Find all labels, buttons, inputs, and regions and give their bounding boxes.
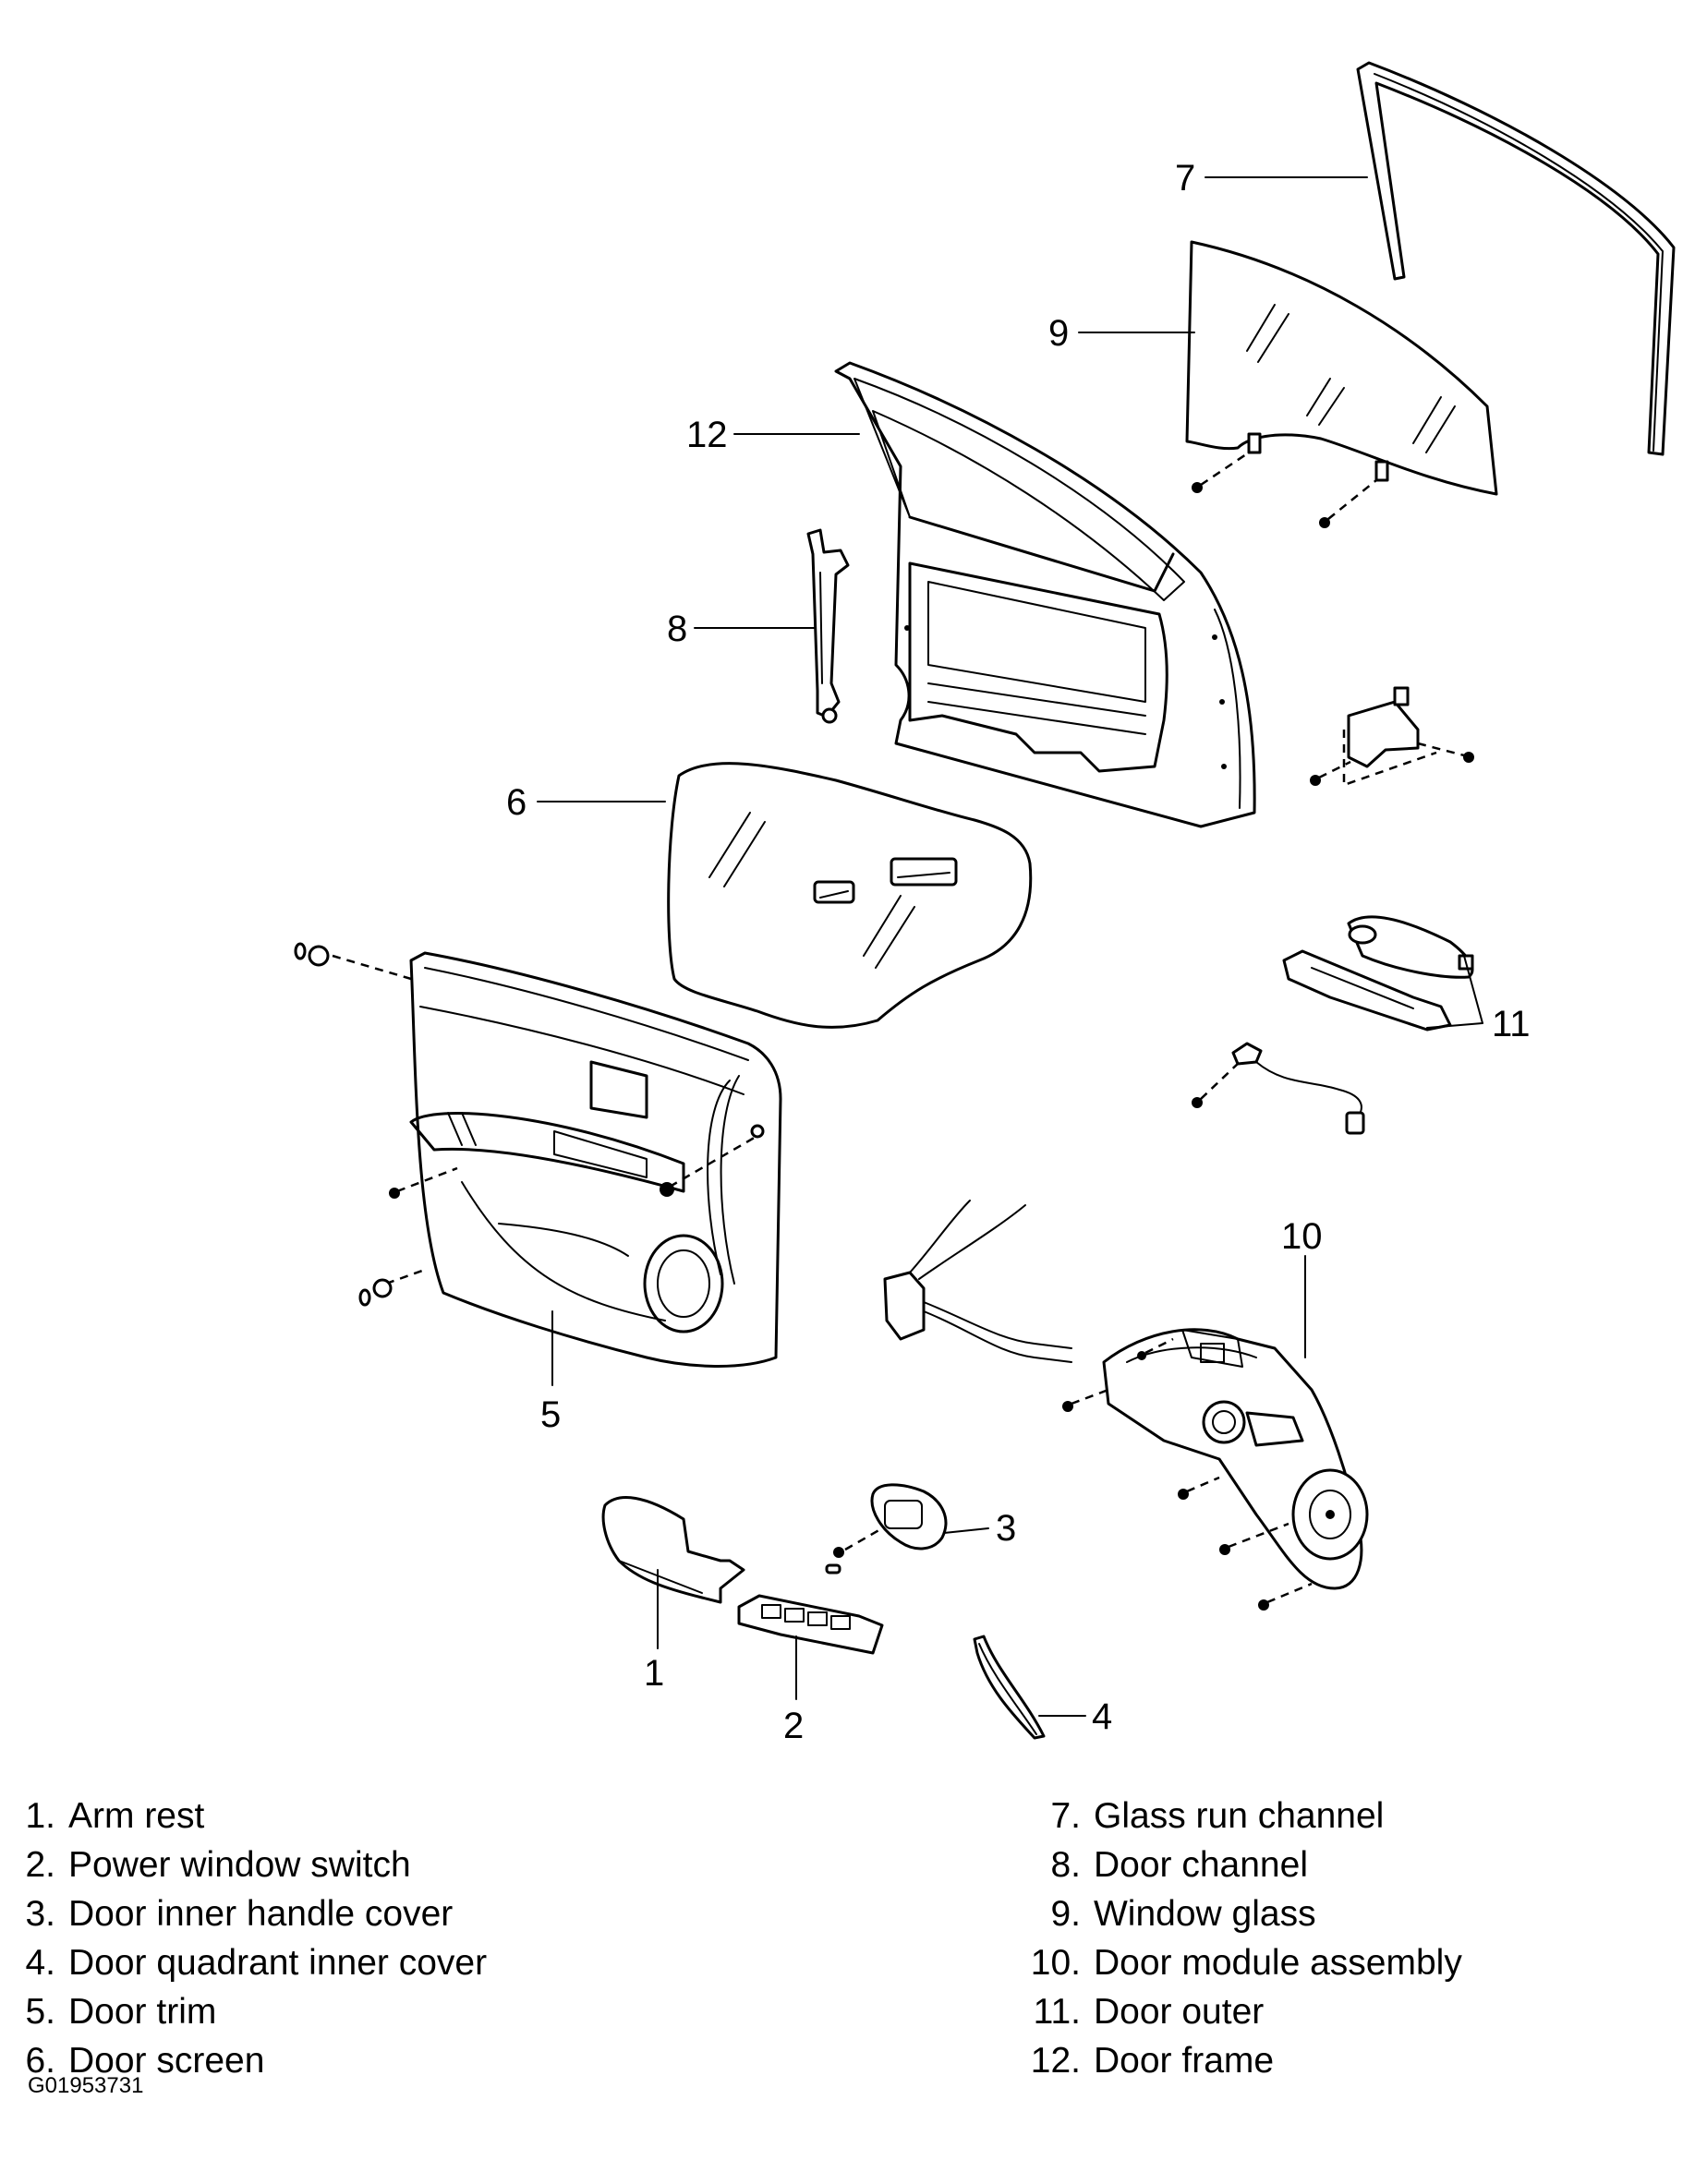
callout-10: 10 [1281,1216,1323,1257]
legend-label: Arm rest [68,1795,205,1836]
legend-item: 1. Arm rest [0,1792,487,1840]
legend-right: 7. Glass run channel 8. Door channel 9. Win… [1025,1792,1462,2085]
legend-label: Door outer [1094,1991,1265,2032]
legend-item: 6. Door screen [0,2036,487,2085]
callout-12: 12 [686,415,728,455]
legend-label: Door module assembly [1094,1942,1462,1983]
wiring-harness [883,1200,1072,1363]
legend-number: 1. [25,1795,55,1836]
legend-number: 11. [1033,1991,1081,2032]
legend-number: 6. [25,2040,55,2081]
window-glass [1185,240,1498,528]
legend-label: Door screen [68,2040,265,2081]
legend-item: 11. Door outer [1025,1987,1462,2036]
door-trim [294,942,782,1368]
callout-3: 3 [996,1508,1016,1549]
callout-7: 7 [1175,158,1195,199]
callout-labels: 1 2 3 4 5 6 7 8 9 10 11 12 [506,158,1531,1746]
legend-item: 4. Door quadrant inner cover [0,1938,487,1987]
callout-9: 9 [1048,313,1069,354]
callout-1: 1 [644,1653,664,1694]
legend-item: 5. Door trim [0,1987,487,2036]
legend-label: Door inner handle cover [68,1893,454,1934]
legend-left: 1. Arm rest 2. Power window switch 3. Door … [0,1792,487,2085]
leader-lines [537,176,1483,1717]
legend-number: 9. [1050,1893,1081,1934]
door-module-assembly [1062,1328,1369,1611]
legend-number: 4. [25,1942,55,1983]
legend-label: Door frame [1094,2040,1275,2081]
door-channel [806,528,850,724]
power-window-switch [737,1594,884,1655]
door-outer-handle [1192,915,1474,1135]
arm-rest [601,1496,745,1604]
legend-item: 2. Power window switch [0,1840,487,1889]
legend-item: 3. Door inner handle cover [0,1889,487,1938]
legend-label: Door trim [68,1991,217,2032]
callout-5: 5 [540,1394,561,1435]
exploded-door-diagram: 1 2 3 4 5 6 7 8 9 10 11 12 [294,61,1676,1746]
legend-number: 12. [1030,2040,1081,2081]
door-frame [834,361,1256,828]
legend-item: 8. Door channel [1025,1840,1462,1889]
legend-label: Power window switch [68,1844,411,1885]
glass-run-channel [1356,61,1676,456]
legend-number: 7. [1050,1795,1081,1836]
legend-label: Window glass [1094,1893,1316,1934]
door-quadrant-inner-cover [973,1635,1046,1740]
figure-id: G01953731 [28,2073,144,2098]
legend-number: 5. [25,1991,55,2032]
legend-label: Door channel [1094,1844,1308,1885]
door-screen [667,762,1033,1029]
callout-6: 6 [506,782,527,823]
legend-item: 10. Door module assembly [1025,1938,1462,1987]
legend-number: 10. [1030,1942,1081,1983]
callout-8: 8 [667,609,687,649]
legend-item: 7. Glass run channel [1025,1792,1462,1840]
legend-number: 2. [25,1844,55,1885]
legend-item: 12. Door frame [1025,2036,1462,2085]
door-inner-handle-cover [825,1483,948,1575]
callout-4: 4 [1092,1696,1112,1737]
legend-label: Door quadrant inner cover [68,1942,488,1983]
legend-number: 3. [25,1893,55,1934]
legend-label: Glass run channel [1094,1795,1385,1836]
door-check-bracket [1310,686,1474,787]
callout-2: 2 [783,1706,804,1746]
legend-number: 8. [1050,1844,1081,1885]
callout-11: 11 [1492,1004,1531,1044]
legend-item: 9. Window glass [1025,1889,1462,1938]
